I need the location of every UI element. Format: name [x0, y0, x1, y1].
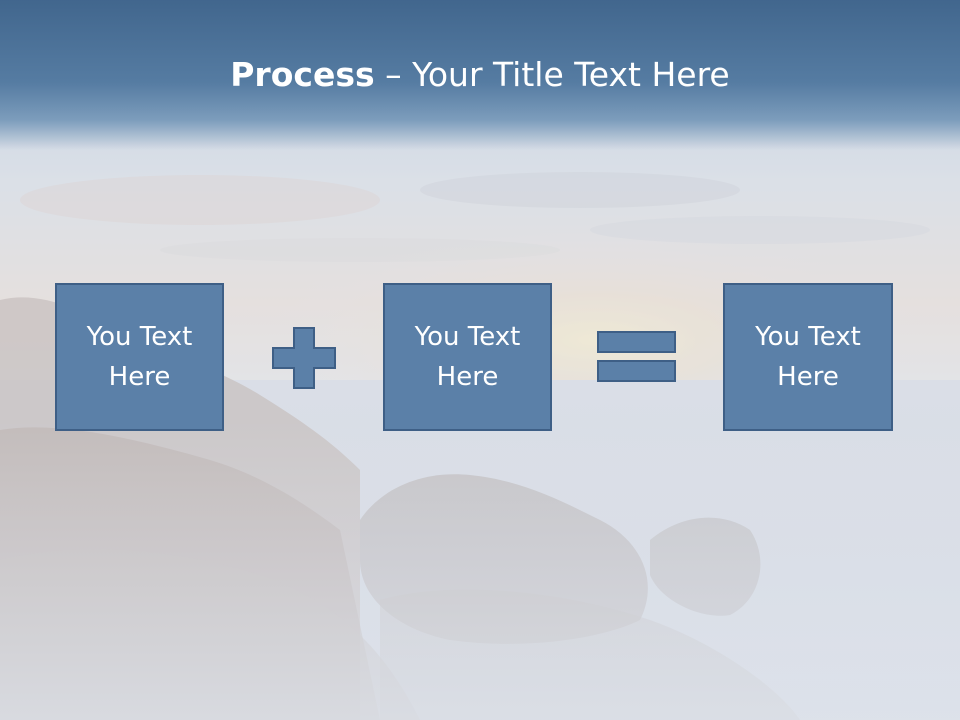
slide-title[interactable]: Process – Your Title Text Here	[0, 52, 960, 98]
process-box-2-text: You Text Here	[414, 322, 521, 392]
equals-icon[interactable]	[597, 331, 677, 383]
process-box-3[interactable]: You Text Here	[723, 283, 893, 431]
process-box-2[interactable]: You Text Here	[383, 283, 552, 431]
process-box-1-text: You Text Here	[86, 322, 193, 392]
process-box-3-text: You Text Here	[755, 322, 861, 392]
title-rest-part: – Your Title Text Here	[374, 55, 730, 94]
process-box-1[interactable]: You Text Here	[55, 283, 224, 431]
title-band	[0, 0, 960, 150]
title-bold-part: Process	[230, 55, 375, 94]
plus-icon[interactable]	[272, 327, 336, 389]
